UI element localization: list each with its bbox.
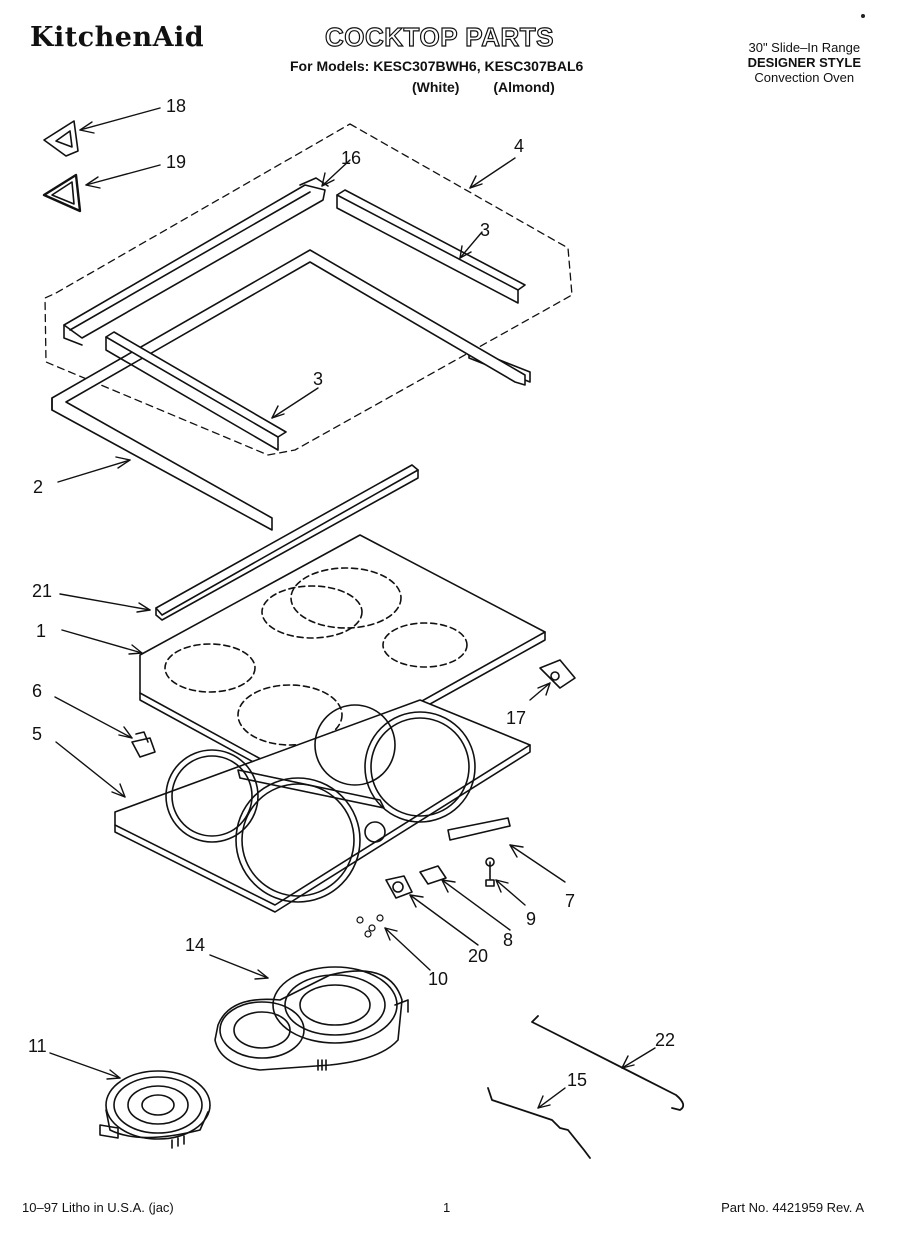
part-9-screw [485, 857, 495, 887]
leader-arrows [49, 107, 656, 1109]
callout-3-front: 3 [313, 369, 323, 389]
range-line-3: Convection Oven [754, 70, 855, 85]
part-10-screws [356, 914, 384, 938]
callout-18: 18 [166, 96, 186, 116]
part-3-back-rail [336, 189, 526, 304]
part-7-support-bar [447, 817, 511, 841]
brand-logo: KitchenAid [30, 22, 205, 53]
footer-part-number: Part No. 4421959 Rev. A [721, 1200, 864, 1215]
callout-3-back: 3 [480, 220, 490, 240]
callout-11: 11 [28, 1036, 47, 1056]
models-line: For Models: KESC307BWH6, KESC307BAL6 [290, 58, 584, 74]
footer-litho: 10–97 Litho in U.S.A. (jac) [22, 1200, 174, 1215]
callout-10: 10 [428, 969, 448, 989]
part-21-gasket-strip [155, 464, 419, 621]
part-22-rod [531, 1015, 685, 1111]
part-17-connector [539, 659, 576, 689]
model-variants: (White) (Almond) [412, 79, 585, 95]
callout-16: 16 [341, 148, 361, 168]
variant-almond: (Almond) [493, 79, 555, 95]
callout-21: 21 [32, 581, 52, 601]
range-line-1: 30" Slide–In Range [748, 40, 861, 55]
assembly-dashed-outline [44, 123, 573, 456]
range-line-2: DESIGNER STYLE [747, 55, 861, 70]
page-title: COCKTOP PARTS [324, 21, 554, 52]
part-14-dual-element [214, 966, 409, 1071]
callout-15: 15 [567, 1070, 587, 1090]
part-6-clip [131, 731, 156, 758]
callout-6: 6 [32, 681, 42, 701]
callout-9: 9 [526, 909, 536, 929]
part-8-switch [419, 865, 447, 885]
callout-1: 1 [36, 621, 46, 641]
part-11-single-element [99, 1070, 211, 1149]
part-16-rear-rail [63, 177, 329, 346]
callout-4: 4 [514, 136, 524, 156]
part-5-burner-box [114, 699, 531, 913]
range-description: 30" Slide–In Range DESIGNER STYLE Convec… [748, 40, 861, 85]
part-15-rod [487, 1087, 591, 1159]
callout-19: 19 [166, 152, 186, 172]
callout-14: 14 [185, 935, 205, 955]
callout-8: 8 [503, 930, 513, 950]
callout-22: 22 [655, 1030, 675, 1050]
part-18-end-cap [43, 120, 79, 157]
part-2-frame [51, 249, 526, 531]
footer-page-number: 1 [443, 1200, 451, 1215]
part-3-front-rail [105, 331, 287, 451]
callout-20: 20 [468, 946, 488, 966]
callout-2: 2 [33, 477, 43, 497]
part-20-limiter [385, 875, 413, 899]
part-19-triangle-trim [42, 173, 82, 213]
variant-white: (White) [412, 79, 460, 95]
corner-dot [861, 14, 865, 18]
callout-7: 7 [565, 891, 575, 911]
callout-17: 17 [506, 708, 526, 728]
callout-5: 5 [32, 724, 42, 744]
